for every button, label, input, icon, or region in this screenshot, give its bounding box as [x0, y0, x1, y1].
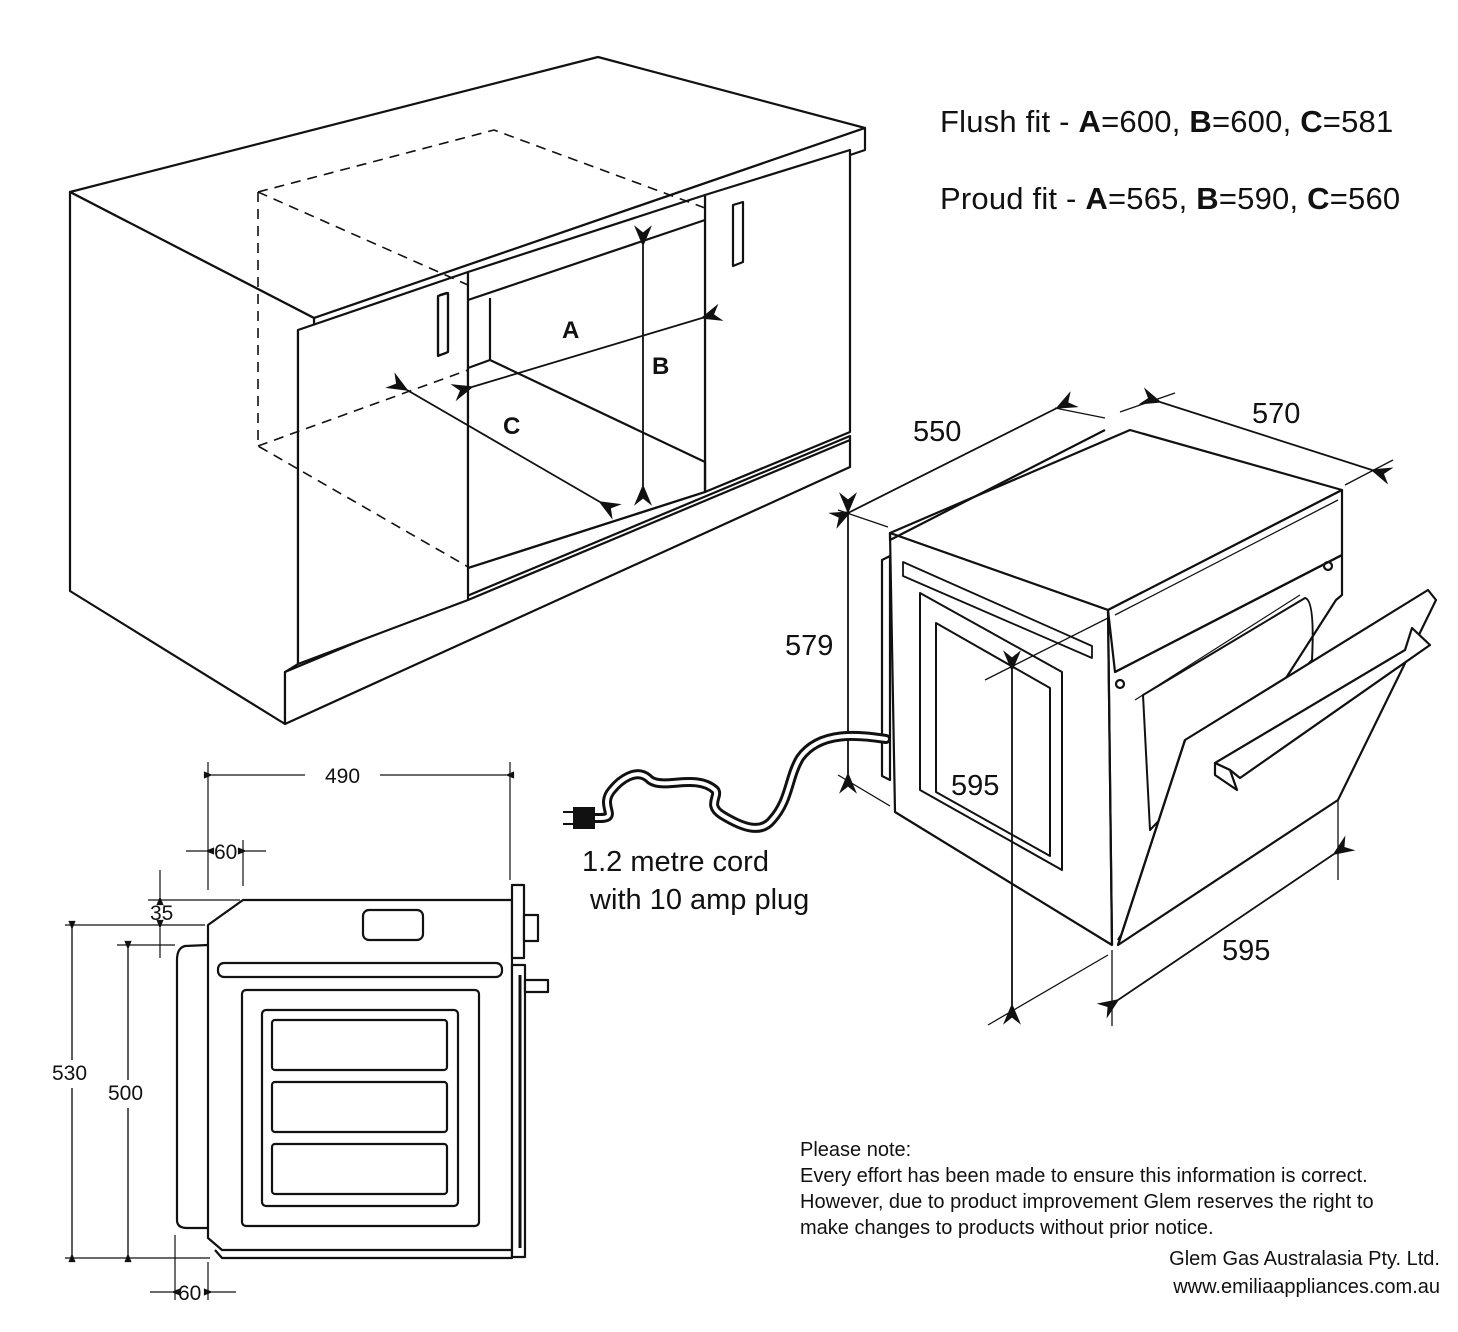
cabinet-drawing: [68, 55, 867, 726]
note-heading: Please note:: [800, 1139, 912, 1161]
proud-a-letter: A: [1085, 181, 1108, 216]
cabinet-label-b: B: [652, 353, 669, 380]
proud-b-value: =590,: [1218, 181, 1308, 216]
side-depth-label: 490: [325, 765, 360, 788]
note-line2: However, due to product improvement Glem…: [800, 1191, 1374, 1213]
note-line1: Every effort has been made to ensure thi…: [800, 1165, 1368, 1187]
flush-b-value: =600,: [1211, 104, 1301, 139]
side-bottom-offset-label: 60: [178, 1282, 201, 1305]
oven-front-height-label: 595: [951, 770, 999, 802]
side-height-total-label: 530: [52, 1062, 87, 1085]
company-info: Glem Gas Australasia Pty. Ltd. www.emili…: [1169, 1245, 1440, 1301]
plug-icon: [563, 807, 595, 829]
proud-fit-spec: Proud fit - A=565, B=590, C=560: [940, 181, 1400, 217]
flush-a-value: =600,: [1101, 104, 1190, 139]
proud-c-letter: C: [1307, 181, 1330, 216]
cabinet-label-a: A: [562, 317, 579, 344]
side-height-body-label: 500: [108, 1082, 143, 1105]
oven-depth-label: 550: [913, 416, 961, 448]
flush-a-letter: A: [1078, 104, 1102, 139]
side-door-offset-label: 60: [214, 841, 237, 864]
oven-depth-right-label: 570: [1252, 398, 1300, 430]
cord-caption-line2: with 10 amp plug: [582, 884, 810, 916]
oven-width-label: 595: [1222, 935, 1270, 967]
flush-c-letter: C: [1300, 104, 1323, 139]
side-top-offset-label: 35: [150, 902, 173, 925]
proud-b-letter: B: [1196, 181, 1219, 216]
flush-fit-spec: Flush fit - A=600, B=600, C=581: [940, 104, 1393, 140]
oven-height-label: 579: [785, 630, 833, 662]
disclaimer-note: Please note: Every effort has been made …: [800, 1137, 1374, 1241]
note-line3: make changes to products without prior n…: [800, 1217, 1214, 1239]
flush-fit-prefix: Flush fit -: [940, 104, 1079, 139]
power-cord: [585, 730, 891, 833]
oven-side-view: [65, 762, 550, 1300]
proud-a-value: =565,: [1108, 181, 1197, 216]
cabinet-label-c: C: [503, 413, 520, 440]
flush-c-value: =581: [1322, 104, 1394, 139]
oven-3d-drawing: [828, 387, 1438, 1026]
proud-c-value: =560: [1329, 181, 1401, 216]
cord-caption-line1: 1.2 metre cord: [582, 846, 769, 878]
cord-caption: 1.2 metre cord with 10 amp plug: [582, 843, 809, 919]
company-name: Glem Gas Australasia Pty. Ltd.: [1169, 1248, 1440, 1270]
flush-b-letter: B: [1189, 104, 1212, 139]
proud-fit-prefix: Proud fit -: [940, 181, 1086, 216]
company-website: www.emiliaappliances.com.au: [1173, 1276, 1440, 1298]
